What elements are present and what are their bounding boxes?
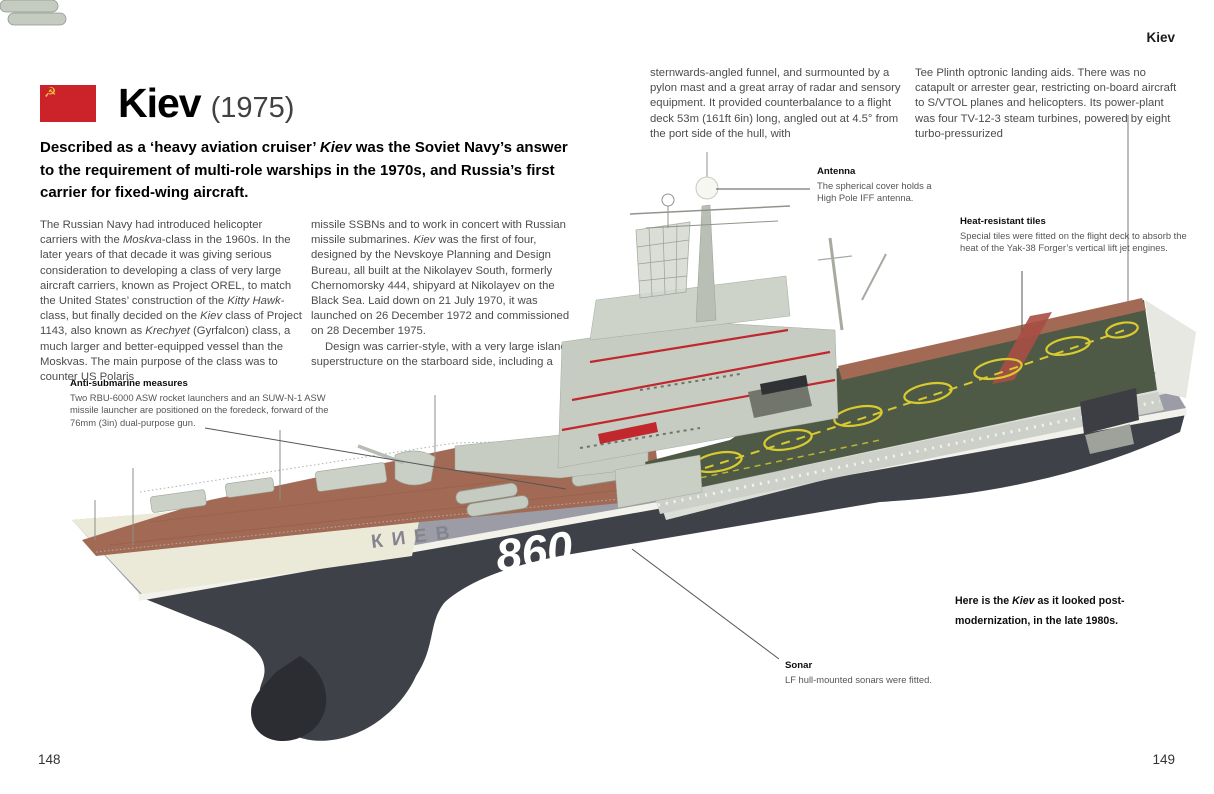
lattice-radar	[635, 221, 691, 299]
annotation-title: Heat-resistant tiles	[960, 216, 1046, 227]
body-paragraph: Design was carrier-style, with a very la…	[311, 340, 567, 368]
stern-hangar-opening	[1080, 388, 1139, 434]
annotation-heat-resistant-tiles: Heat-resistant tiles Special tiles were …	[960, 216, 1202, 255]
aft-mast-and-crane	[817, 237, 887, 331]
annotation-anti-submarine: Anti-submarine measures Two RBU-6000 ASW…	[70, 378, 332, 429]
railing	[139, 437, 651, 493]
annotation-body: The spherical cover holds a High Pole IF…	[817, 179, 932, 204]
body-column-4: Tee Plinth optronic landing aids. There …	[915, 67, 1177, 140]
ship-year: (1975)	[210, 92, 295, 124]
island-windows	[579, 373, 741, 449]
aft-deckhouse	[614, 454, 703, 509]
deck-centerline	[704, 329, 1126, 469]
asw-launchers	[150, 462, 388, 513]
red-trim	[561, 328, 836, 432]
flight-deck	[645, 298, 1196, 514]
annotation-title: Sonar	[785, 660, 813, 671]
annotation-title: Antenna	[817, 166, 856, 177]
deck-edge-catwalk	[655, 392, 1164, 514]
running-header: Kiev	[1146, 30, 1175, 45]
body-column-3: sternwards-angled funnel, and surmounted…	[650, 67, 901, 140]
annotation-sonar: Sonar LF hull-mounted sonars were fitted…	[785, 660, 980, 686]
deck-strip	[838, 298, 1146, 380]
railing	[95, 497, 631, 553]
annotation-body: LF hull-mounted sonars were fitted.	[785, 673, 932, 685]
illustration-caption: Here is the Kiev as it looked post-moder…	[955, 595, 1125, 627]
radome-sphere	[695, 176, 719, 200]
page-number-right: 149	[1152, 752, 1175, 767]
soviet-flag-icon: ☭	[40, 85, 96, 122]
page-number-left: 148	[38, 752, 61, 767]
deck-red-band	[992, 312, 1052, 384]
intro-paragraph: Described as a ‘heavy aviation cruiser’ …	[40, 139, 568, 201]
ship-name: Kiev	[118, 80, 202, 126]
gun-turret	[357, 444, 436, 486]
annotation-title: Anti-submarine measures	[70, 378, 188, 389]
hammer-and-sickle-icon: ☭	[44, 85, 57, 101]
forward-deckhouse	[454, 433, 649, 479]
hull-number-text: 860	[493, 521, 576, 582]
landing-spots	[693, 321, 1139, 474]
annotation-body: Two RBU-6000 ASW rocket launchers and an…	[70, 391, 329, 428]
body-paragraph: missile SSBNs and to work in concert wit…	[311, 219, 570, 338]
page-title: Kiev(1975)	[118, 80, 294, 127]
annotation-antenna: Antenna The spherical cover holds a High…	[817, 166, 932, 205]
main-mast	[629, 152, 791, 323]
annotation-body: Special tiles were fitted on the flight …	[960, 229, 1187, 254]
hull-name-text: КИЕВ	[370, 521, 460, 553]
body-column-2: missile SSBNs and to work in concert wit…	[311, 218, 581, 370]
title-block: ☭ Kiev(1975)	[40, 80, 294, 127]
funnel	[748, 380, 812, 418]
island-superstructure	[557, 152, 887, 509]
body-column-1: The Russian Navy had introduced helicopt…	[40, 219, 302, 384]
